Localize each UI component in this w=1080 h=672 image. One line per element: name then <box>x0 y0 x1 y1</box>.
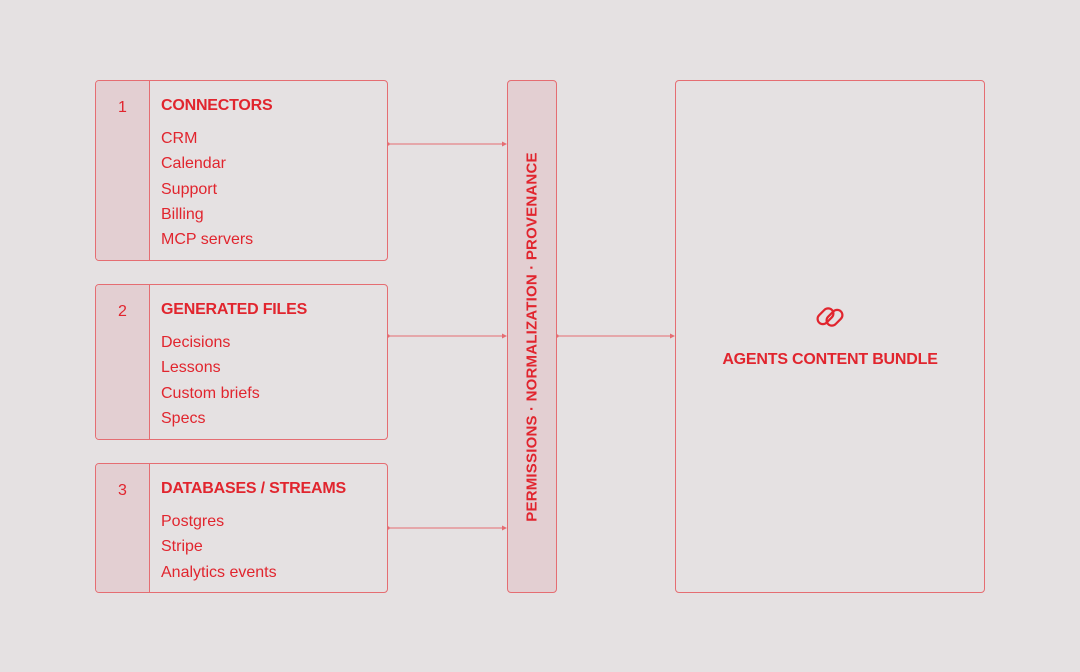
arrow-connectors-to-pipeline <box>386 141 507 147</box>
pipeline-label: PERMISSIONS · NORMALIZATION · PROVENANCE <box>523 151 541 522</box>
source-number-column: 2 <box>96 285 150 439</box>
source-item: Lessons <box>161 359 221 377</box>
source-item-list: CRM Calendar Support Billing MCP servers <box>161 126 379 252</box>
source-item: Specs <box>161 409 206 427</box>
source-item: Decisions <box>161 334 231 351</box>
source-number: 3 <box>118 482 127 499</box>
source-number-column: 1 <box>96 81 150 260</box>
source-box-connectors: 1 CONNECTORS CRM Calendar Support Billin… <box>95 80 388 261</box>
arrow-pipeline-to-bundle <box>555 333 675 339</box>
source-item-list: Postgres Stripe Analytics events <box>161 509 379 585</box>
arrow-generated-files-to-pipeline <box>386 333 507 339</box>
source-item: Analytics events <box>161 563 277 581</box>
source-title: CONNECTORS <box>161 97 273 114</box>
source-item-list: Decisions Lessons Custom briefs Specs <box>161 330 379 431</box>
source-title: DATABASES / STREAMS <box>161 480 346 497</box>
bundle-label: AGENTS CONTENT BUNDLE <box>722 351 938 368</box>
pipeline-column: PERMISSIONS · NORMALIZATION · PROVENANCE <box>507 80 557 593</box>
source-item: MCP servers <box>161 231 254 249</box>
source-number: 1 <box>118 99 127 116</box>
source-item: Billing <box>161 205 204 223</box>
link-icon <box>816 307 844 327</box>
source-box-generated-files: 2 GENERATED FILES Decisions Lessons Cust… <box>95 284 388 440</box>
source-number-column: 3 <box>96 464 150 592</box>
source-title: GENERATED FILES <box>161 301 308 318</box>
source-item: Support <box>161 180 218 198</box>
source-item: Postgres <box>161 513 225 530</box>
source-box-databases-streams: 3 DATABASES / STREAMS Postgres Stripe An… <box>95 463 388 593</box>
source-item: Calendar <box>161 155 226 173</box>
source-item: Custom briefs <box>161 384 260 402</box>
bundle-box: AGENTS CONTENT BUNDLE <box>675 80 985 593</box>
source-item: Stripe <box>161 538 203 556</box>
arrow-databases-to-pipeline <box>386 525 507 531</box>
source-item: CRM <box>161 130 198 147</box>
source-number: 2 <box>118 303 127 320</box>
